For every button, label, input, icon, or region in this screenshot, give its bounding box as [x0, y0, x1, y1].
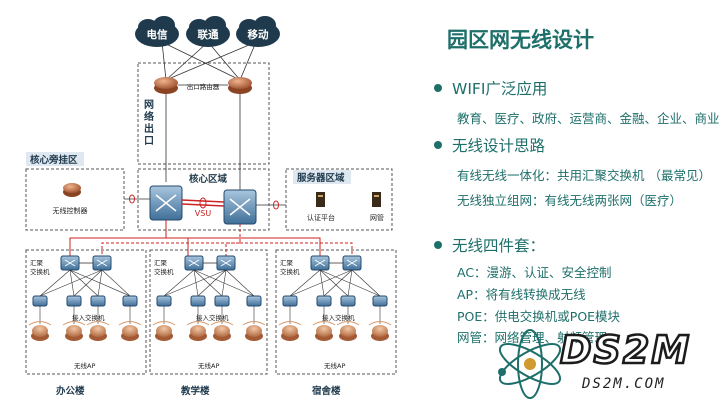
building-label-3: 宿舍楼: [312, 385, 341, 397]
wireless-ap-icon: [336, 321, 360, 341]
network-diagram: 电信 联通 移动 出口路由器 网络出口: [25, 16, 397, 397]
bypass-zone-label: 核心旁挂区: [30, 154, 78, 166]
wireless-ap-icon: [152, 321, 176, 341]
access-switch-label: 接入交换机: [196, 313, 229, 322]
section-line: POE：供电交换机或POE模块: [457, 309, 621, 324]
ds2m-watermark: DS2M DS2M.COM: [490, 326, 715, 402]
bullet-icon: [434, 141, 442, 149]
access-switch-icon: [214, 295, 230, 307]
server-zone-box: [285, 168, 393, 231]
section-line: 无线独立组网：有线无线两张网（医疗）: [457, 193, 683, 208]
access-switch-label: 接入交换机: [72, 313, 105, 322]
vsu-label: VSU: [195, 209, 212, 218]
ap-label: 无线AP: [74, 361, 95, 370]
agg-switch-label: 交换机: [280, 267, 300, 276]
access-switch-icon: [90, 295, 106, 307]
agg-switch-label: 汇聚: [280, 259, 294, 267]
agg-switch-icon: [92, 255, 112, 271]
wireless-ap-icon: [28, 321, 52, 341]
access-switch-icon: [372, 295, 388, 307]
section-line: 有线无线一体化：共用汇聚交换机 （最常见）: [457, 168, 711, 183]
isp-cloud-3: 移动: [236, 16, 280, 47]
bullet-icon: [434, 84, 442, 92]
agg-switch-icon: [310, 255, 330, 271]
exit-zone-box: [137, 62, 270, 165]
server-icon-2: [372, 192, 381, 207]
core-switch-icon-1: [149, 185, 183, 221]
watermark-main: DS2M: [559, 327, 692, 374]
netmgmt-label: 网管: [370, 213, 384, 222]
section-heading-1: WIFI广泛应用: [452, 80, 548, 98]
exit-zone-label: 网络出口: [144, 99, 154, 147]
section-heading-2: 无线设计思路: [452, 137, 546, 155]
access-switch-icon: [190, 295, 206, 307]
access-switch-icon: [156, 295, 172, 307]
section-line: 教育、医疗、政府、运营商、金融、企业、商业: [457, 111, 720, 126]
access-switch-icon: [340, 295, 356, 307]
building-box-2: [149, 249, 268, 375]
access-switch-icon: [122, 295, 138, 307]
wireless-ap-icon: [186, 321, 210, 341]
wireless-controller-icon: [63, 183, 81, 197]
agg-switch-label: 汇聚: [30, 259, 44, 267]
section-line: 网管：网络管理、射频管理: [457, 330, 608, 345]
server-icon-1: [316, 192, 325, 207]
wireless-controller-label: 无线控制器: [53, 206, 88, 215]
access-switch-label: 接入交换机: [322, 313, 355, 322]
ap-label: 无线AP: [198, 361, 219, 370]
wireless-ap-icon: [242, 321, 266, 341]
section-heading-3: 无线四件套：: [452, 237, 546, 255]
agg-switch-icon: [60, 255, 80, 271]
section-line: AP：将有线转换成无线: [457, 287, 586, 302]
router-icon-2: [228, 77, 252, 94]
panel-title: 园区网无线设计: [447, 28, 594, 52]
access-switch-icon: [282, 295, 298, 307]
building-label-2: 教学楼: [180, 385, 210, 397]
access-switch-icon: [316, 295, 332, 307]
core-zone-label: 核心区域: [189, 173, 228, 185]
bypass-zone-box: [25, 168, 125, 231]
access-switch-icon: [66, 295, 82, 307]
wireless-ap-icon: [312, 321, 336, 341]
section-line: AC：漫游、认证、安全控制: [457, 265, 612, 280]
core-switch-icon-2: [223, 189, 257, 225]
wireless-ap-icon: [86, 321, 110, 341]
core-zone-box: [137, 168, 270, 231]
agg-switch-icon: [184, 255, 204, 271]
bullet-icon: [434, 241, 442, 249]
atom-logo-icon: [498, 329, 562, 399]
ap-label: 无线AP: [324, 361, 345, 370]
isp-cloud-2: 联通: [186, 16, 230, 47]
isp-label-3: 移动: [248, 28, 269, 41]
auth-platform-label: 认证平台: [307, 213, 335, 222]
router-icon-1: [154, 77, 178, 94]
agg-switch-label: 汇聚: [154, 259, 168, 267]
building-box-3: [275, 249, 397, 375]
exit-router-label: 出口路由器: [187, 82, 220, 91]
agg-switch-label: 交换机: [30, 267, 50, 276]
building-label-1: 办公楼: [56, 385, 85, 397]
access-switch-icon: [32, 295, 48, 307]
agg-switch-icon: [342, 255, 362, 271]
agg-switch-label: 交换机: [154, 267, 174, 276]
wireless-ap-icon: [368, 321, 392, 341]
server-zone-label: 服务器区域: [297, 172, 345, 184]
access-switch-icon: [246, 295, 262, 307]
watermark-sub: DS2M.COM: [582, 376, 666, 392]
agg-switch-icon: [216, 255, 236, 271]
isp-label-1: 电信: [147, 28, 168, 41]
building-box-1: [25, 249, 147, 375]
wireless-ap-icon: [278, 321, 302, 341]
isp-cloud-1: 电信: [135, 16, 179, 47]
wireless-ap-icon: [210, 321, 234, 341]
wireless-ap-icon: [62, 321, 86, 341]
isp-label-2: 联通: [198, 28, 219, 41]
wireless-ap-icon: [118, 321, 142, 341]
